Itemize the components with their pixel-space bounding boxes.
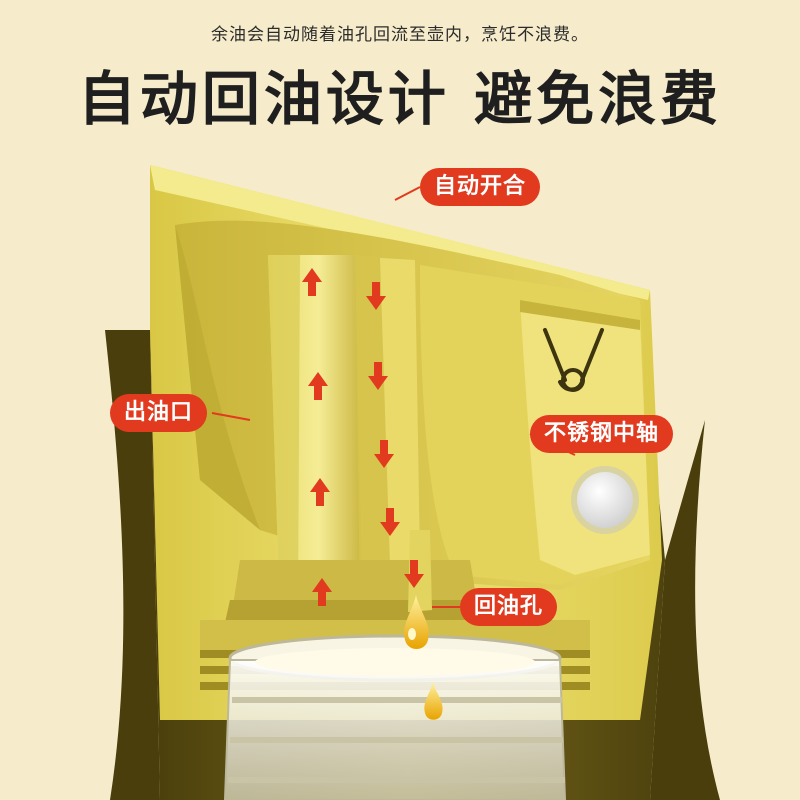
callout-stainless-axis: 不锈钢中轴 <box>530 415 674 453</box>
oil-drop-icon <box>404 595 443 720</box>
arrow-up-icon <box>302 268 332 606</box>
callout-auto-open-close: 自动开合 <box>420 168 541 206</box>
glass-neck <box>223 634 567 800</box>
axis-bolt-icon <box>571 466 639 534</box>
page-title: 自动回油设计 避免浪费 <box>77 65 723 133</box>
callout-oil-return-hole: 回油孔 <box>460 588 558 626</box>
subtitle: 余油会自动随着油孔回流至壶内，烹饪不浪费。 <box>211 25 589 45</box>
spring-icon <box>543 328 604 392</box>
arrow-down-icon <box>366 282 424 588</box>
callout-oil-outlet: 出油口 <box>110 394 208 432</box>
